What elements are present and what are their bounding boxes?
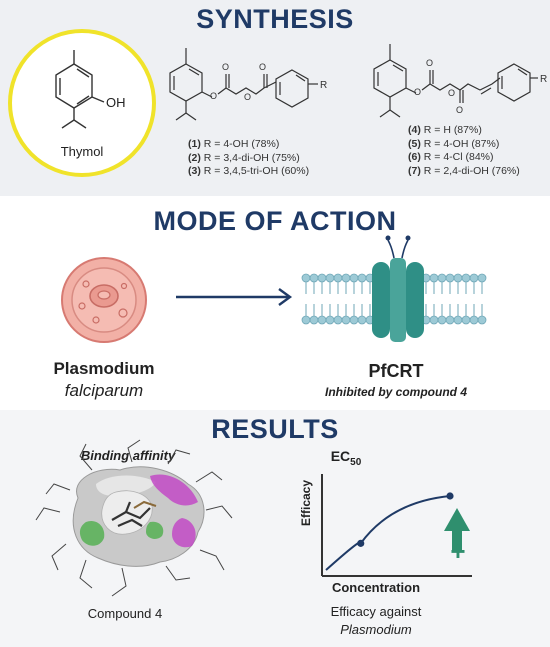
svg-text:O: O [456,105,463,115]
oh-label: OH [106,95,126,110]
ec50-title: EC50 [330,448,362,468]
caption-line2: Plasmodium [340,622,412,637]
transporter-helix [406,262,424,338]
svg-text:O: O [210,91,217,101]
transporter-helix [372,262,390,338]
data-point [357,539,365,547]
plasmodium-cell-icon [61,257,147,343]
series-1-list: (1) R = 4-OH (78%) (2) R = 3,4-di-OH (75… [188,138,309,179]
svg-text:O: O [244,92,251,102]
results-title: RESULTS [211,414,339,444]
mode-of-action-graphics [61,235,487,343]
data-point [446,492,454,500]
synthesis-title: SYNTHESIS [196,4,354,34]
thymol-label: Thymol [60,144,104,159]
ester-series-2-structure [373,44,538,118]
ester-series-1-structure [169,48,318,121]
increase-arrow-icon [444,508,470,550]
r-group-label-1: R [320,80,327,91]
target-note: Inhibited by compound 4 [325,385,467,399]
target-name: PfCRT [368,361,424,381]
r-group-label-2: R [540,74,547,85]
binding-affinity-title: Binding affinity [80,448,176,463]
thymol-structure [55,50,105,129]
mode-of-action-title: MODE OF ACTION [153,206,397,236]
organism-name-line1: Plasmodium [53,359,155,378]
x-axis-label: Concentration [331,580,421,595]
compound-4-entry: (4) R = H (87%) [408,124,482,136]
compound-5-entry: (5) R = 4-OH (87%) [408,137,500,150]
series-2-list: (4) R = H (87%) (5) R = 4-OH (87%) (6) R… [408,124,520,178]
svg-text:O: O [414,87,421,97]
svg-text:O: O [426,58,433,68]
compound-3-entry: (3) R = 3,4,5-tri-OH (60%) [188,165,310,177]
results-graphics [35,439,472,597]
docking-surface-image [35,439,233,597]
dose-response-curve [325,495,451,571]
pfcrt-membrane-icon [301,235,487,342]
caption-line1: Efficacy against [330,604,422,619]
compound-1-entry: (1) R = 4-OH (78%) [188,138,280,150]
arrow-icon [176,288,293,306]
y-axis-label: Efficacy [299,479,313,527]
organism-name-line2: falciparum [64,381,144,400]
compound-2-entry: (2) R = 3,4-di-OH (75%) [188,151,300,164]
svg-text:O: O [222,62,229,72]
compound-7-entry: (7) R = 2,4-di-OH (76%) [408,164,520,177]
compound-4-label: Compound 4 [87,606,163,621]
synthesis-structures: OH R R O O O O O O O O [8,29,547,177]
svg-text:O: O [448,88,455,98]
compound-6-entry: (6) R = 4-Cl (84%) [408,151,494,163]
transporter-helix [390,258,406,342]
ec50-chart [321,474,472,577]
plus-sign: + [450,536,466,566]
svg-text:O: O [259,62,266,72]
